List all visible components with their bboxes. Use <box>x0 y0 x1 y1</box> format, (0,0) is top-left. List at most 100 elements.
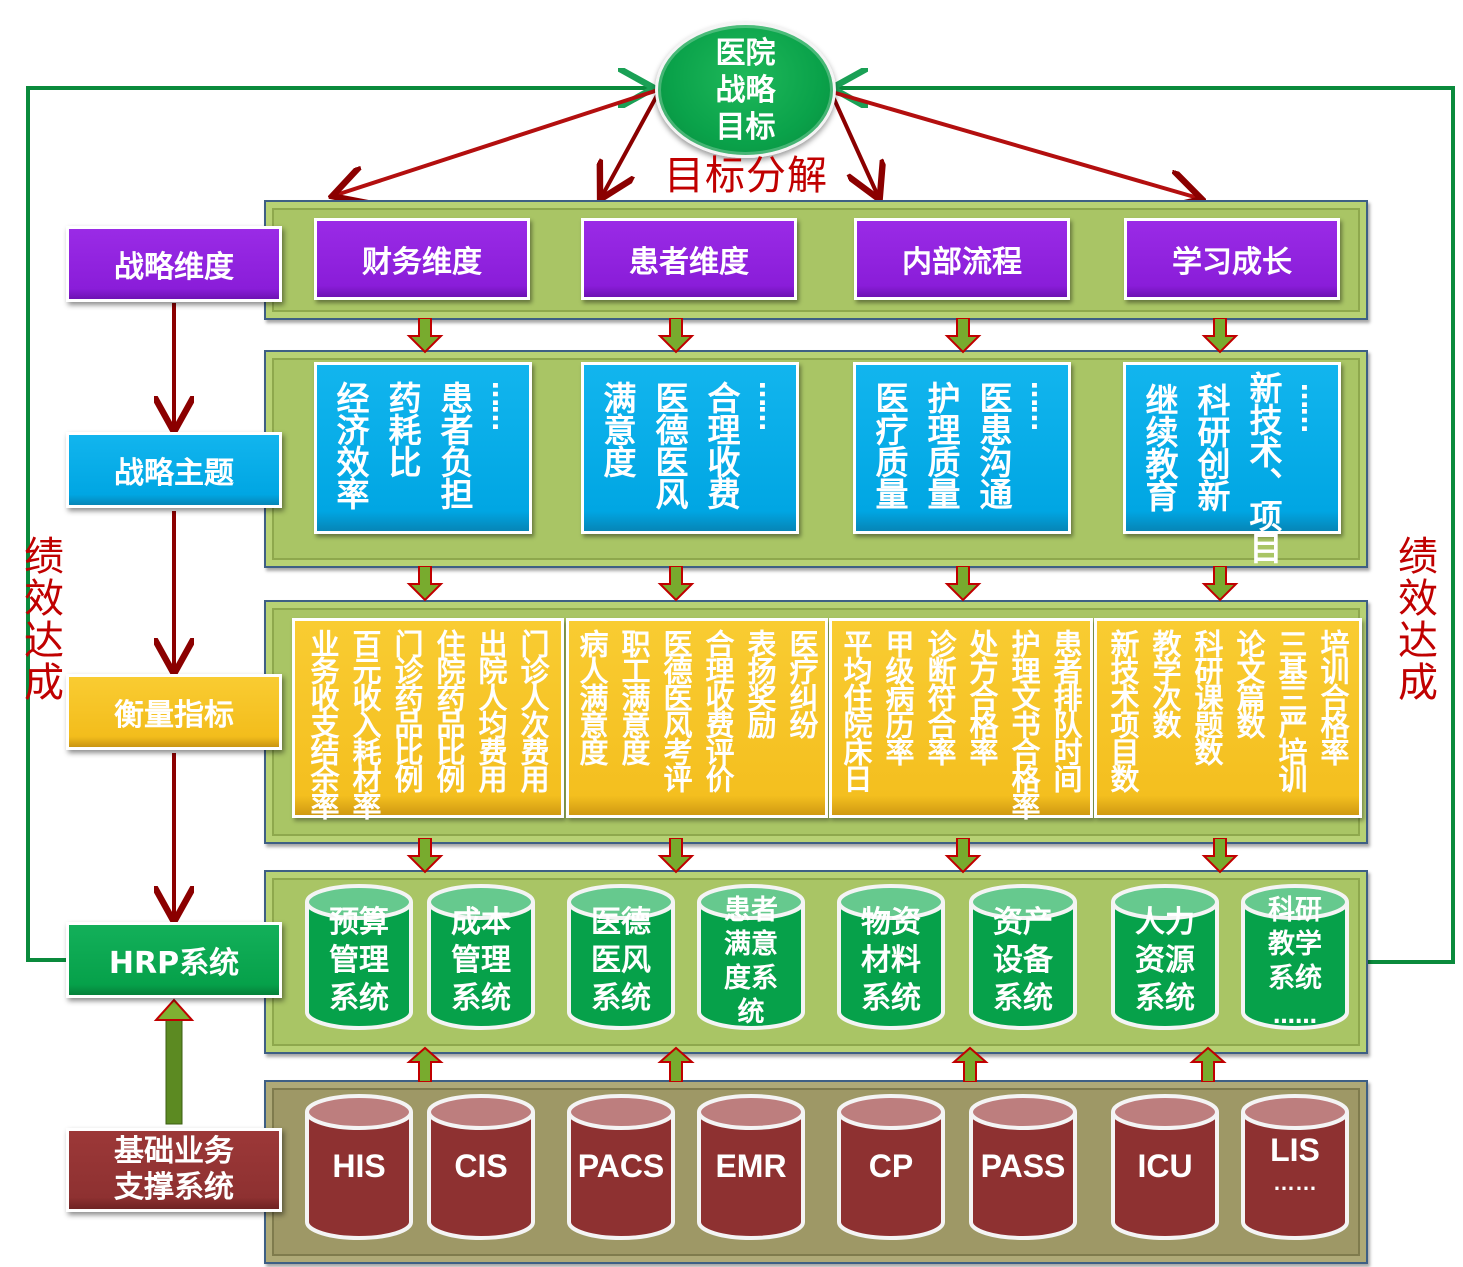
measure-indicators-text: 衡量指标 <box>114 698 234 733</box>
indicator-item: 护理文书合格率 <box>1007 629 1041 818</box>
indicator-item: 病人满意度 <box>575 629 609 764</box>
strategy-theme-label[interactable]: 战略主题 <box>66 432 282 508</box>
theme-item: 继续教育 <box>1140 383 1179 511</box>
down-arrow-icon <box>657 318 695 354</box>
goal-to-process-arrow <box>828 89 878 196</box>
strategy-dimension-text: 战略维度 <box>114 250 234 285</box>
down-arrow-icon <box>406 318 444 354</box>
hrp-system-name: 人力资源系统 <box>1135 905 1195 1016</box>
down-arrow-icon <box>657 566 695 602</box>
strategy-dimension-label[interactable]: 战略维度 <box>66 226 282 302</box>
base-system-cylinder[interactable]: HIS <box>304 1094 414 1242</box>
hrp-system-name: 科研教学系统…… <box>1240 894 1350 1028</box>
base-system-name: HIS <box>332 1148 386 1184</box>
up-arrow-icon <box>1189 1046 1227 1082</box>
basic-support-line-1: 基础业务 <box>114 1134 234 1169</box>
indicator-item: 门诊人次费用 <box>516 629 550 791</box>
hrp-system-cylinder[interactable]: 患者满意度系统 <box>696 884 806 1032</box>
basic-support-system-label[interactable]: 基础业务支撑系统 <box>66 1128 282 1212</box>
theme-box-learning[interactable]: …… 新技术、项目 科研创新 继续教育 <box>1123 362 1341 563</box>
theme-box-patient[interactable]: …… 合理收费 医德医风 满意度 <box>581 362 799 534</box>
theme-box-process[interactable]: …… 医患沟通 护理质量 医疗质量 <box>853 362 1071 534</box>
hrp-system-name: 预算管理系统 <box>329 905 389 1016</box>
strategy-theme-text: 战略主题 <box>114 456 234 491</box>
hrp-system-cylinder[interactable]: 科研教学系统…… <box>1240 884 1350 1032</box>
dimension-finance[interactable]: 财务维度 <box>314 218 530 300</box>
indicator-box-patient[interactable]: 医疗纠纷 表扬奖励 合理收费评价 医德医风考评 职工满意度 病人满意度 <box>566 618 828 818</box>
base-system-cylinder[interactable]: PASS <box>968 1094 1078 1242</box>
theme-item: 经济效率 <box>331 381 370 509</box>
hrp-system-name: 患者满意度系统 <box>724 895 778 1028</box>
indicator-item: 平均住院床日 <box>839 629 873 791</box>
hrp-system-cylinder[interactable]: 医德医风系统 <box>566 884 676 1032</box>
hrp-system-name: 医德医风系统 <box>591 905 651 1016</box>
indicator-item: 表扬奖励 <box>743 629 777 737</box>
base-system-cylinder[interactable]: PACS <box>566 1094 676 1242</box>
hrp-system-cylinder[interactable]: 成本管理系统 <box>426 884 536 1032</box>
base-system-name: EMR <box>715 1148 787 1184</box>
base-system-name: PACS <box>577 1148 665 1184</box>
indicator-item: 新技术项目数 <box>1106 629 1140 791</box>
down-arrow-icon <box>657 838 695 874</box>
indicator-item: 处方合格率 <box>965 629 999 764</box>
base-system-name: CP <box>868 1148 914 1184</box>
indicator-box-finance[interactable]: 门诊人次费用 出院人均费用 住院药品比例 门诊药品比例 百元收入耗材率 业务收支… <box>292 618 564 818</box>
goal-to-learning-arrow <box>831 90 1198 198</box>
dimension-label: 财务维度 <box>362 245 482 280</box>
down-arrow-icon <box>944 566 982 602</box>
hrp-system-cylinder[interactable]: 预算管理系统 <box>304 884 414 1032</box>
theme-item: 科研创新 <box>1192 383 1231 511</box>
down-arrow-icon <box>1201 318 1239 354</box>
more-dots: …… <box>753 381 783 429</box>
base-system-cylinder[interactable]: LIS…… <box>1240 1094 1350 1242</box>
up-arrow-icon <box>657 1046 695 1082</box>
indicator-box-learning[interactable]: 培训合格率 三基三严培训 论文篇数 科研课题数 教学次数 新技术项目数 <box>1094 618 1362 818</box>
dimension-internal-process[interactable]: 内部流程 <box>854 218 1070 300</box>
goal-decomposition-label: 目标分解 <box>664 153 828 199</box>
indicator-item: 医疗纠纷 <box>785 629 819 737</box>
up-arrow-icon <box>406 1046 444 1082</box>
measure-indicators-label[interactable]: 衡量指标 <box>66 674 282 750</box>
theme-item: 合理收费 <box>702 381 741 509</box>
performance-achieved-label-left: 绩效达成 <box>24 534 64 706</box>
indicator-item: 合理收费评价 <box>701 629 735 791</box>
indicator-item: 职工满意度 <box>617 629 651 764</box>
theme-item: 满意度 <box>598 381 637 477</box>
hrp-system-cylinder[interactable]: 物资材料系统 <box>836 884 946 1032</box>
down-arrow-icon <box>406 838 444 874</box>
hospital-strategic-goal[interactable]: 医院战略目标 <box>655 22 836 158</box>
down-arrow-icon <box>944 838 982 874</box>
hrp-system-cylinder[interactable]: 人力资源系统 <box>1110 884 1220 1032</box>
indicator-item: 门诊药品比例 <box>390 629 424 791</box>
base-system-cylinder[interactable]: EMR <box>696 1094 806 1242</box>
goal-to-finance-arrow <box>336 88 659 195</box>
base-to-hrp-arrow <box>165 1017 183 1125</box>
indicator-item: 甲级病历率 <box>881 629 915 764</box>
indicator-item: 患者排队时间 <box>1049 629 1083 791</box>
down-arrow-icon <box>944 318 982 354</box>
indicator-box-process[interactable]: 患者排队时间 护理文书合格率 处方合格率 诊断符合率 甲级病历率 平均住院床日 <box>829 618 1093 818</box>
indicator-item: 培训合格率 <box>1316 629 1350 764</box>
base-system-cylinder[interactable]: CIS <box>426 1094 536 1242</box>
dimension-patient[interactable]: 患者维度 <box>581 218 797 300</box>
down-arrow-icon <box>1201 566 1239 602</box>
dimension-learning-growth[interactable]: 学习成长 <box>1124 218 1340 300</box>
up-arrow-icon <box>951 1046 989 1082</box>
theme-box-finance[interactable]: …… 患者负担 药耗比 经济效率 <box>314 362 532 534</box>
base-system-cylinder[interactable]: CP <box>836 1094 946 1242</box>
hrp-system-name: 物资材料系统 <box>861 905 921 1016</box>
hrp-system-label[interactable]: HRP系统 <box>66 922 282 998</box>
theme-item: 护理质量 <box>922 381 961 509</box>
theme-item: 患者负担 <box>435 381 474 509</box>
indicator-item: 医德医风考评 <box>659 629 693 791</box>
performance-achieved-label-right: 绩效达成 <box>1398 534 1438 706</box>
base-system-name: CIS <box>454 1148 508 1184</box>
goal-to-patient-arrow <box>602 89 662 196</box>
basic-support-line-2: 支撑系统 <box>114 1170 234 1205</box>
down-arrow-icon <box>406 566 444 602</box>
indicator-item: 科研课题数 <box>1190 629 1224 764</box>
indicator-item: 住院药品比例 <box>432 629 466 791</box>
hrp-system-name: 资产设备系统 <box>993 905 1053 1016</box>
base-system-cylinder[interactable]: ICU <box>1110 1094 1220 1242</box>
hrp-system-cylinder[interactable]: 资产设备系统 <box>968 884 1078 1032</box>
